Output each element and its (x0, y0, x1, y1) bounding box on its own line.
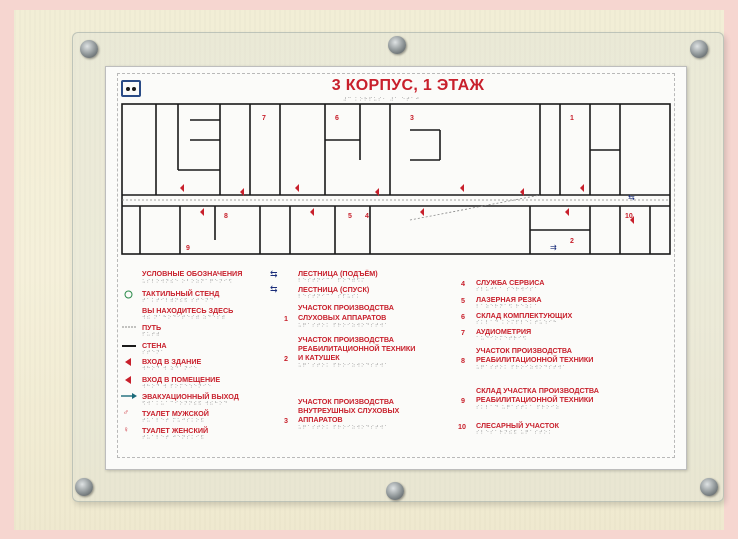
legend-item-1-line2: СЛУХОВЫХ АППАРАТОВ (298, 313, 387, 322)
braille-text: ⠺⠓⠕⠙ ⠺ ⠵⠙⠁⠝⠊⠑ (142, 366, 199, 372)
legend-item-2-line3: И КАТУШЕК (298, 353, 340, 362)
braille-text: ⠥⠟⠁⠎⠞⠕⠅ ⠏⠗⠕⠊⠵⠺⠕⠙⠎⠞⠺⠁ (298, 425, 389, 431)
plan-room-3: 3 (410, 115, 414, 122)
mens-toilet-icon: ♂ (123, 408, 129, 417)
svg-text:⇉: ⇉ (550, 243, 557, 252)
braille-text: ⠺⠮ ⠝⠁⠓⠕⠙⠊⠞⠑⠎⠾ ⠵⠙⠑⠎⠾ (142, 315, 227, 321)
legend-mens-toilet: ТУАЛЕТ МУЖСКОЙ (142, 409, 209, 418)
legend-stairs-down: ЛЕСТНИЦА (СПУСК) (298, 285, 370, 294)
legend-number-10: 10 (458, 422, 466, 431)
legend-item-9-line1: СКЛАД УЧАСТКА ПРОИЗВОДСТВА (476, 386, 599, 395)
legend-number-9: 9 (461, 396, 465, 405)
plan-room-6: 6 (335, 115, 339, 122)
legend-number-8: 8 (461, 356, 465, 365)
blind-glasses-logo (121, 80, 141, 97)
legend-stairs-up: ЛЕСТНИЦА (ПОДЪЁМ) (298, 269, 378, 278)
braille-text: ⠎⠇⠑⠎⠁⠗⠝⠮⠯ ⠥⠟⠁⠎⠞⠕⠅ (476, 430, 553, 436)
legend-path: ПУТЬ (142, 323, 162, 332)
braille-text: ⠎⠅⠇⠁⠙ ⠅⠕⠍⠏⠇⠑⠅⠞⠥⠱⠊⠓ (476, 320, 558, 326)
sign-title: 3 КОРПУС, 1 ЭТАЖ (331, 77, 485, 94)
legend-building-entrance: ВХОД В ЗДАНИЕ (142, 357, 202, 366)
braille-text: ⠞⠥⠁⠇⠑⠞ ⠚⠑⠝⠎⠅⠊⠯ (142, 435, 205, 441)
plan-room-1: 1 (570, 115, 574, 122)
floor-plan: ⇆ ⇉ 1 2 3 4 5 6 7 8 9 10 (121, 103, 671, 255)
legend-item-2-line2: РЕАБИЛИТАЦИОННОЙ ТЕХНИКИ (298, 344, 416, 353)
plan-room-7: 7 (262, 115, 266, 122)
double-arrow-icon: ⇆ (270, 284, 278, 294)
legend-number-6: 6 (461, 312, 465, 321)
legend-item-2-line1: УЧАСТОК ПРОИЗВОДСТВА (298, 335, 394, 344)
mount-bolt (700, 478, 718, 496)
sign-inner-border: 3 КОРПУС, 1 ЭТАЖ ⠼⠉ ⠅⠕⠗⠏⠥⠎⠂ ⠼⠁ ⠑⠞⠁⠚ (117, 73, 675, 458)
braille-text: ⠇⠁⠵⠑⠗⠝⠁⠫ ⠗⠑⠵⠅⠁ (476, 304, 539, 310)
legend-item-5: ЛАЗЕРНАЯ РЕЗКА (476, 295, 542, 304)
legend-womens-toilet: ТУАЛЕТ ЖЕНСКИЙ (142, 426, 209, 435)
legend-item-3-line3: АППАРАТОВ (298, 415, 343, 424)
braille-text: ⠥⠟⠁⠎⠞⠕⠅ ⠏⠗⠕⠊⠵⠺⠕⠙⠎⠞⠺⠁ (298, 323, 389, 329)
legend-number-7: 7 (461, 328, 465, 337)
legend-wall: СТЕНА (142, 341, 167, 350)
braille-text: ⠞⠁⠅⠞⠊⠇⠾⠝⠮⠯ ⠎⠞⠑⠝⠙ (142, 298, 215, 304)
legend-evacuation-exit: ЭВАКУАЦИОННЫЙ ВЫХОД (142, 392, 239, 401)
legend-item-1-line1: УЧАСТОК ПРОИЗВОДСТВА (298, 303, 394, 312)
legend-item-4: СЛУЖБА СЕРВИСА (476, 278, 545, 287)
legend-item-3-line1: УЧАСТОК ПРОИЗВОДСТВА (298, 397, 394, 406)
legend-item-9-line2: РЕАБИЛИТАЦИОННОЙ ТЕХНИКИ (476, 395, 594, 404)
plan-room-8: 8 (224, 213, 228, 220)
legend-item-8-line2: РЕАБИЛИТАЦИОННОЙ ТЕХНИКИ (476, 355, 594, 364)
legend-room-entrance: ВХОД В ПОМЕЩЕНИЕ (142, 375, 221, 384)
womens-toilet-icon: ♀ (123, 425, 129, 434)
info-circle-icon (124, 290, 133, 299)
legend-tactile-stand: ТАКТИЛЬНЫЙ СТЕНД (142, 289, 220, 298)
braille-text: ⠥⠟⠁⠎⠞⠕⠅ ⠏⠗⠕⠊⠵⠺⠕⠙⠎⠞⠺⠁ (476, 365, 567, 371)
braille-text: ⠇⠑⠎⠞⠝⠊⠉⠁ ⠏⠕⠙⠾⠫⠍ (298, 278, 366, 284)
braille-text: ⠎⠇⠥⠚⠃⠁ ⠎⠑⠗⠺⠊⠎⠁ (476, 287, 539, 293)
legend-number-5: 5 (461, 296, 465, 305)
legend-you-are-here: ВЫ НАХОДИТЕСЬ ЗДЕСЬ (142, 306, 234, 315)
plan-room-10: 10 (625, 213, 633, 220)
legend-item-3-line2: ВНУТРЕУШНЫХ СЛУХОВЫХ (298, 406, 400, 415)
legend-item-8-line1: УЧАСТОК ПРОИЗВОДСТВА (476, 346, 572, 355)
svg-text:⇆: ⇆ (628, 193, 635, 202)
legend-item-6: СКЛАД КОМПЛЕКТУЮЩИХ (476, 311, 573, 320)
braille-text: ⠇⠑⠎⠞⠝⠊⠉⠁ ⠎⠏⠥⠎⠅ (298, 294, 361, 300)
braille-text: ⠎⠅⠇⠁⠙ ⠥⠟⠁⠎⠞⠅⠁ ⠏⠗⠕⠊⠵ (476, 405, 561, 411)
plan-room-2: 2 (570, 238, 574, 245)
plan-room-5: 5 (348, 213, 352, 220)
braille-text: ⠫⠺⠁⠅⠥⠁⠉⠊⠕⠝⠝⠮⠯ ⠺⠮⠓⠕⠙ (142, 401, 229, 407)
arrow-right-icon (121, 393, 137, 399)
path-line-icon (122, 326, 136, 328)
legend-number-4: 4 (461, 279, 465, 288)
braille-text: ⠥⠎⠇⠕⠺⠝⠮⠑ ⠕⠃⠕⠵⠝⠁⠟⠑⠝⠊⠫ (142, 279, 233, 285)
plan-room-4: 4 (365, 213, 369, 220)
legend-item-10: СЛЕСАРНЫЙ УЧАСТОК (476, 421, 559, 430)
mount-bolt (388, 36, 406, 54)
braille-text: ⠁⠥⠙⠊⠕⠍⠑⠞⠗⠊⠫ (476, 336, 528, 342)
braille-text: ⠼⠉ ⠅⠕⠗⠏⠥⠎⠂ ⠼⠁ ⠑⠞⠁⠚ (343, 97, 421, 103)
legend-number-3: 3 (284, 416, 288, 425)
plan-room-9: 9 (186, 245, 190, 252)
legend-heading: УСЛОВНЫЕ ОБОЗНАЧЕНИЯ (142, 269, 243, 278)
braille-text: ⠎⠞⠑⠝⠁ (142, 350, 166, 356)
floor-plan-sign: 3 КОРПУС, 1 ЭТАЖ ⠼⠉ ⠅⠕⠗⠏⠥⠎⠂ ⠼⠁ ⠑⠞⠁⠚ (105, 66, 687, 470)
mount-bolt (690, 40, 708, 58)
mount-bolt (80, 40, 98, 58)
mount-bolt (75, 478, 93, 496)
red-triangle-icon (125, 358, 131, 366)
braille-text: ⠥⠟⠁⠎⠞⠕⠅ ⠏⠗⠕⠊⠵⠺⠕⠙⠎⠞⠺⠁ (298, 363, 389, 369)
wall-line-icon (122, 345, 136, 347)
red-triangle-icon (125, 376, 131, 384)
legend-number-1: 1 (284, 314, 288, 323)
braille-text: ⠺⠓⠕⠙ ⠺ ⠏⠕⠍⠑⠱⠑⠝⠊⠑ (142, 384, 213, 390)
braille-text: ⠞⠥⠁⠇⠑⠞ ⠍⠥⠚⠎⠅⠕⠯ (142, 418, 205, 424)
braille-text: ⠏⠥⠞⠾ (142, 332, 161, 338)
double-arrow-icon: ⇆ (270, 269, 278, 279)
mount-bolt (386, 482, 404, 500)
legend-item-7: АУДИОМЕТРИЯ (476, 327, 532, 336)
legend-number-2: 2 (284, 354, 288, 363)
